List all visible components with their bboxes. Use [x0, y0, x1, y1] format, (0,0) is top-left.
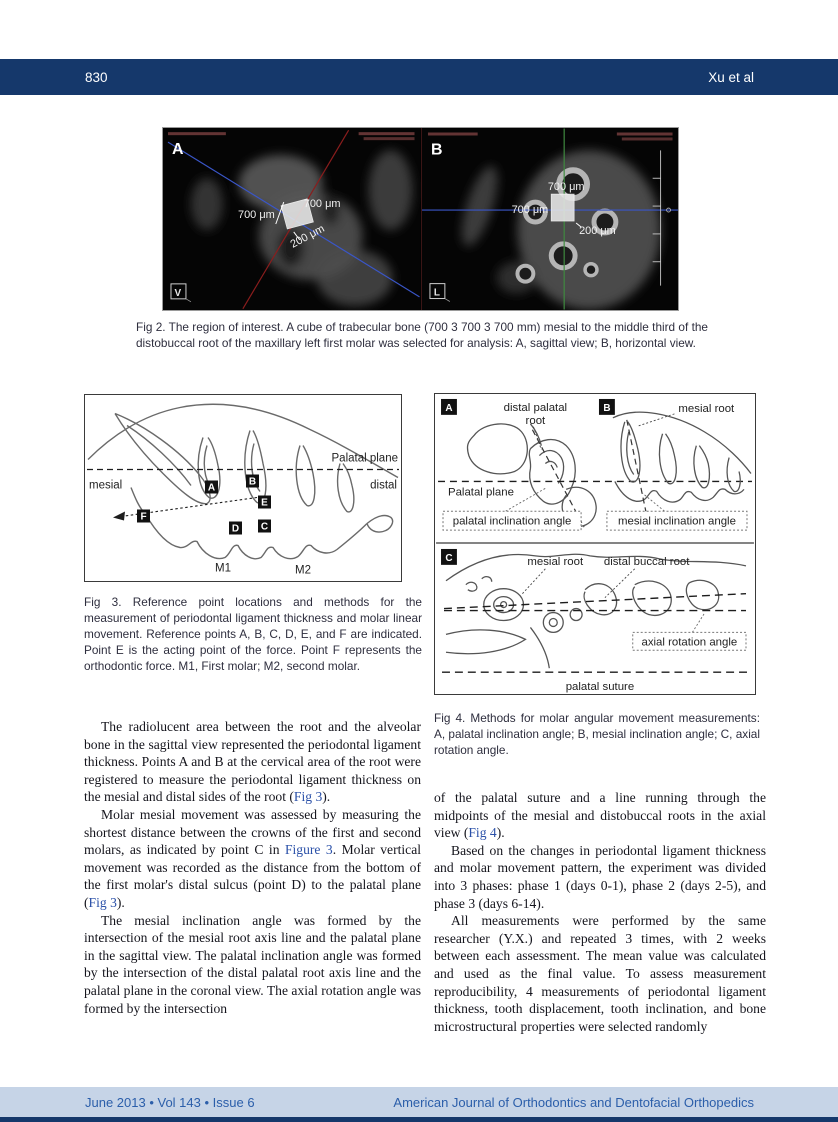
rotation-reference-line [443, 592, 747, 610]
cube-side-label: 700 μm [304, 198, 341, 210]
svg-text:axial rotation angle: axial rotation angle [641, 636, 737, 648]
ct-sagittal-graphic: 700 μm 700 μm 200 μm A V [163, 128, 421, 310]
body-paragraph: The radiolucent area between the root an… [84, 718, 421, 806]
figure-reference-link[interactable]: Fig 3 [88, 894, 117, 910]
dicom-meta-strip [616, 132, 673, 136]
issue-info: June 2013 • Vol 143 • Issue 6 [85, 1094, 255, 1110]
point-b: B [249, 477, 256, 488]
body-paragraph: Based on the changes in periodontal liga… [434, 842, 766, 912]
fig4-panel-a-letter: A [445, 403, 452, 414]
distal-palatal-root-label2: root [526, 415, 546, 427]
fig4-panel-c-letter: C [445, 553, 452, 564]
orientation-icon-v: V [170, 283, 192, 303]
dicom-meta-strip [427, 132, 478, 136]
distal-palatal-root-label: distal palatal [504, 402, 567, 414]
body-text: All measurements were performed by the s… [434, 913, 766, 1034]
fig3-m1-label: M1 [215, 563, 231, 575]
body-text: . Molar vertical movement was recorded a… [84, 842, 421, 910]
force-arrowhead [113, 511, 125, 521]
body-column-right: of the palatal suture and a line running… [434, 789, 766, 1035]
ct-panel-sagittal: 700 μm 700 μm 200 μm A V [163, 128, 421, 310]
panel-b-letter: B [430, 141, 441, 158]
body-text: ). [116, 894, 125, 910]
fig4-graphic: A distal palatal root Palatal plane pala… [436, 398, 754, 693]
fig4-image: A distal palatal root Palatal plane pala… [434, 393, 756, 695]
body-text: Molar mesial movement was assessed by me… [84, 806, 421, 858]
point-e: E [261, 498, 268, 509]
panel-a-letter: A [172, 141, 184, 158]
figure-reference-link[interactable]: Figure 3 [284, 842, 333, 858]
dicom-meta-strip [167, 132, 226, 136]
fig2-image: 700 μm 700 μm 200 μm A V [162, 127, 679, 311]
svg-text:mesial inclination angle: mesial inclination angle [618, 516, 736, 528]
running-author: Xu et al [708, 69, 754, 85]
orientation-icon-l: L [428, 283, 450, 302]
fig4-caption: Fig 4. Methods for molar angular movemen… [434, 711, 760, 757]
svg-text:palatal inclination angle: palatal inclination angle [453, 516, 572, 528]
fig3-graphic: Palatal plane mesial distal A B E D C F … [87, 403, 399, 577]
cube-depth-label: 200 μm [579, 225, 616, 237]
body-paragraph: All measurements were performed by the s… [434, 912, 766, 1035]
palatal-inclination-callout: palatal inclination angle [442, 487, 582, 531]
footer-band: June 2013 • Vol 143 • Issue 6 American J… [0, 1087, 838, 1117]
cube-side-label: 700 μm [547, 181, 584, 193]
body-paragraph: The mesial inclination angle was formed … [84, 912, 421, 1018]
reference-points: A B E D C F [137, 474, 271, 535]
body-paragraph: of the palatal suture and a line running… [434, 789, 766, 842]
fig3-palatal-plane-label: Palatal plane [332, 453, 399, 465]
ct-horizontal-graphic: 700 μm 700 μm 200 μm B L [421, 128, 678, 310]
body-paragraph: Molar mesial movement was assessed by me… [84, 806, 421, 912]
panel-b-outlines [612, 411, 752, 503]
mesial-root-label-b: mesial root [678, 403, 735, 415]
cube-side-label: 700 μm [238, 209, 275, 221]
fig3-m2-label: M2 [295, 565, 311, 577]
roi-cube [280, 198, 314, 230]
journal-name: American Journal of Orthodontics and Den… [393, 1094, 754, 1110]
fig4-palatal-plane-label: Palatal plane [448, 486, 514, 498]
roi-cube [550, 193, 575, 222]
dicom-meta-strip [621, 137, 673, 141]
fig4-panel-b-letter: B [603, 403, 610, 414]
palatal-suture-label: palatal suture [566, 681, 634, 693]
figure-reference-link[interactable]: Fig 4 [468, 825, 497, 841]
fig2-caption: Fig 2. The region of interest. A cube of… [136, 320, 708, 350]
figure-reference-link[interactable]: Fig 3 [293, 789, 323, 805]
mesial-inclination-callout: mesial inclination angle [606, 492, 748, 531]
panel-c-outlines [445, 553, 747, 669]
ct-panel-horizontal: 700 μm 700 μm 200 μm B L [420, 128, 678, 310]
dicom-meta-strip [358, 132, 415, 136]
measure-ruler [652, 150, 661, 286]
svg-text:L: L [433, 288, 439, 299]
body-text: ). [496, 825, 505, 841]
molar-outlines [87, 403, 399, 560]
fig3-caption: Fig 3. Reference point locations and met… [84, 595, 422, 673]
root-rings [514, 167, 618, 284]
point-d: D [232, 524, 239, 535]
axial-rotation-callout: axial rotation angle [632, 613, 747, 651]
svg-text:V: V [174, 288, 181, 299]
fig3-image: Palatal plane mesial distal A B E D C F … [84, 394, 402, 582]
body-column-left: The radiolucent area between the root an… [84, 718, 421, 1017]
page-number: 830 [85, 69, 108, 85]
mesial-root-label-c: mesial root [527, 556, 584, 568]
mesial-root-axis-line [626, 419, 648, 516]
point-f: F [140, 512, 146, 523]
point-c: C [261, 522, 268, 533]
running-head-bar: 830 Xu et al [0, 59, 838, 95]
body-text: ). [322, 789, 331, 805]
body-text: The radiolucent area between the root an… [84, 719, 421, 805]
footer-navy-strip [0, 1117, 838, 1122]
body-text: of the palatal suture and a line running… [434, 790, 766, 841]
point-a: A [208, 483, 215, 494]
fig3-distal-label: distal [370, 480, 397, 492]
dicom-meta-strip [363, 137, 415, 141]
fig3-mesial-label: mesial [89, 480, 122, 492]
cube-side-label: 700 μm [511, 204, 548, 216]
distal-buccal-root-label: distal buccal root [604, 556, 690, 568]
body-text: Based on the changes in periodontal liga… [434, 842, 766, 911]
body-text: The mesial inclination angle was formed … [84, 912, 421, 1016]
